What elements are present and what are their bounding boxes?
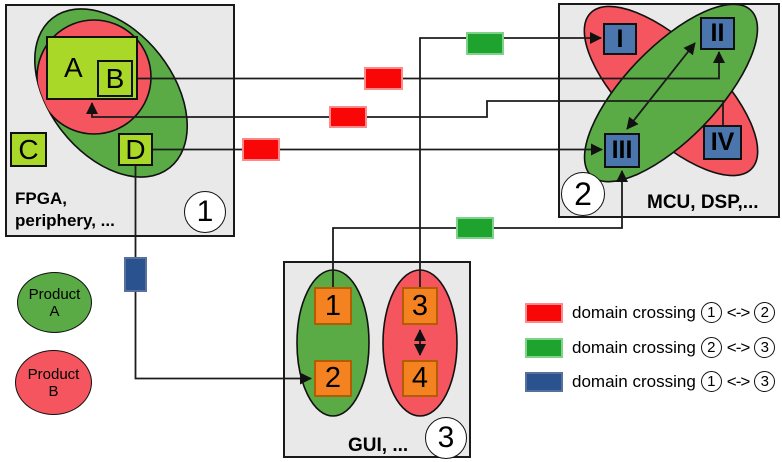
- node-box-3: 3: [402, 287, 438, 325]
- domain-3-label: GUI, ...: [348, 435, 409, 456]
- node-box-d: D: [118, 133, 153, 166]
- product-b-label-line2: B: [48, 382, 59, 400]
- node-box-ii: II: [700, 17, 735, 50]
- domain-1-label-line2: periphery, ...: [15, 211, 115, 230]
- crossing-2-3-marker-n1-iii: [456, 217, 494, 239]
- legend-arrow: <->: [726, 371, 751, 391]
- crossing-2-3-marker-n3-i: [466, 32, 504, 55]
- node-box-c: C: [10, 132, 47, 167]
- legend-domain-number-from: 2: [700, 337, 722, 358]
- node-box-4: 4: [402, 360, 438, 397]
- node-label-1: 1: [324, 289, 342, 322]
- legend-swatch-red: [525, 302, 563, 323]
- legend-label: domain crossing: [572, 302, 696, 322]
- node-box-i: I: [603, 23, 637, 55]
- domain-3-number-badge: 3: [425, 417, 467, 459]
- legend-row-crossing-1-2: domain crossing 1 <-> 2: [525, 302, 776, 323]
- product-a-legend-ellipse: Product A: [17, 272, 92, 333]
- legend-domain-number-to: 3: [754, 371, 776, 392]
- domain-1-label-line1: FPGA,: [15, 189, 67, 208]
- node-box-iv: IV: [703, 125, 742, 160]
- node-box-1: 1: [314, 287, 352, 325]
- node-label-4: 4: [411, 362, 429, 394]
- node-label-2: 2: [324, 362, 342, 394]
- crossing-1-2-marker-d-iii: [242, 138, 280, 161]
- node-label-c: C: [18, 133, 39, 165]
- node-label-i: I: [616, 24, 624, 53]
- legend-label: domain crossing: [572, 337, 696, 357]
- node-label-d: D: [125, 133, 146, 165]
- node-label-b: B: [105, 62, 125, 94]
- domain-2-label: MCU, DSP,...: [647, 192, 759, 213]
- node-box-b: B: [97, 60, 133, 97]
- domain-1-number-badge: 1: [184, 191, 226, 233]
- domain-2-number-badge: 2: [561, 172, 605, 216]
- node-label-iv: IV: [710, 128, 735, 156]
- legend-arrow: <->: [726, 302, 751, 322]
- node-label-a: A: [64, 52, 83, 83]
- legend-swatch-blue: [525, 371, 563, 392]
- product-b-label-line1: Product: [27, 365, 80, 383]
- legend-domain-number-from: 1: [700, 302, 722, 323]
- legend-row-crossing-2-3: domain crossing 2 <-> 3: [525, 337, 776, 358]
- crossing-1-2-marker-iv-a: [329, 106, 367, 128]
- legend-label: domain crossing: [572, 371, 696, 391]
- domain-1-label: FPGA, periphery, ...: [15, 188, 115, 232]
- legend-swatch-green: [525, 337, 563, 358]
- product-a-label-line2: A: [49, 302, 60, 320]
- node-label-3: 3: [411, 289, 429, 322]
- node-box-2: 2: [314, 360, 352, 397]
- legend-row-crossing-1-3: domain crossing 1 <-> 3: [525, 371, 776, 392]
- node-label-ii: II: [710, 19, 725, 47]
- product-b-legend-ellipse: Product B: [15, 350, 92, 415]
- legend-arrow: <->: [726, 337, 751, 357]
- legend-domain-number-from: 1: [700, 371, 722, 392]
- crossing-1-3-marker-d-n2: [124, 257, 147, 292]
- crossing-1-2-marker-b-ii: [364, 67, 403, 90]
- legend-domain-number-to: 3: [754, 337, 776, 358]
- legend-domain-number-to: 2: [754, 302, 776, 323]
- product-a-label-line1: Product: [28, 285, 81, 303]
- node-label-iii: III: [611, 136, 633, 164]
- node-box-iii: III: [604, 133, 640, 168]
